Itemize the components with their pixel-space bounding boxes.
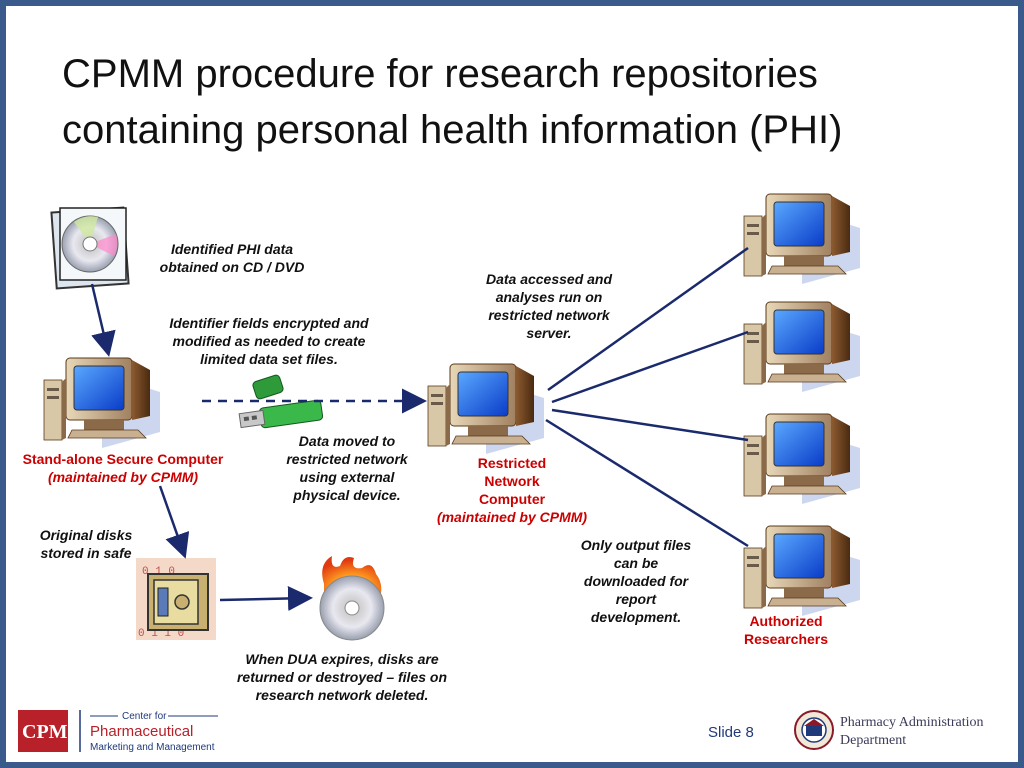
- usb-drive-icon: [238, 374, 324, 429]
- burning-disc-icon: [319, 556, 385, 641]
- restricted-sub: (maintained by CPMM): [436, 509, 588, 525]
- slide-number: Slide 8: [708, 724, 754, 741]
- safe-icon: 0 1 0 0 1 1 0: [136, 558, 216, 640]
- network-link: [547, 246, 749, 392]
- pharmacy-admin-logo: Pharmacy Administration Department: [794, 708, 1014, 759]
- dept-line1: Pharmacy Administration: [840, 715, 983, 730]
- cpmm-logo-text: CPM: [22, 721, 68, 743]
- pharmaceutical-text: Pharmaceutical: [90, 723, 193, 740]
- standalone-computer-icon: [43, 357, 161, 449]
- procedure-diagram: 0 1 0 0 1 1 0: [43, 193, 861, 641]
- label-dua-expires: When DUA expires, disks are returned or …: [236, 651, 448, 703]
- researcher-computer-icon: [743, 413, 861, 505]
- center-for-text: Center for: [122, 711, 167, 722]
- standalone-sub: (maintained by CPMM): [47, 469, 199, 485]
- arrow-computer-to-safe: [158, 485, 190, 559]
- researcher-computer-icon: [743, 301, 861, 393]
- label-data-moved: Data moved to restricted network using e…: [286, 433, 408, 503]
- cpmm-logo-graphic: CPM Center for Pharmaceutical Marketing …: [18, 710, 218, 753]
- network-link: [551, 408, 749, 442]
- label-restricted-computer: Restricted Network Computer (maintained …: [426, 454, 598, 526]
- slide: CPMM procedure for research repositories…: [6, 6, 1018, 762]
- label-output-files: Only output files can be downloaded for …: [580, 537, 692, 625]
- restricted-network-computer-icon: [427, 363, 545, 455]
- page-title: CPMM procedure for research repositories…: [62, 52, 843, 152]
- label-cd-obtained: Identified PHI data obtained on CD / DVD: [159, 241, 305, 275]
- label-encrypted: Identifier fields encrypted and modified…: [169, 315, 369, 367]
- restricted-name: Restricted Network Computer: [477, 455, 547, 507]
- arrow-safe-to-destroy: [219, 585, 313, 611]
- standalone-name: Stand-alone Secure Computer: [22, 451, 224, 467]
- cpmm-logo: CPM Center for Pharmaceutical Marketing …: [18, 706, 228, 761]
- label-original-disks: Original disks stored in safe: [39, 527, 133, 561]
- researcher-computer-icon: [743, 525, 861, 617]
- label-authorized-researchers: Authorized Researchers: [743, 613, 829, 647]
- arrow-cd-to-computer: [90, 283, 116, 357]
- pharmacy-seal-graphic: Pharmacy Administration Department: [794, 710, 983, 750]
- label-standalone-computer: Stand-alone Secure Computer (maintained …: [10, 450, 236, 486]
- cd-case-icon: [50, 206, 130, 290]
- label-data-accessed: Data accessed and analyses run on restri…: [485, 271, 613, 341]
- network-link: [551, 330, 749, 404]
- dept-line2: Department: [840, 733, 906, 748]
- marketing-text: Marketing and Management: [90, 742, 215, 753]
- network-link: [545, 418, 749, 548]
- researcher-computer-icon: [743, 193, 861, 285]
